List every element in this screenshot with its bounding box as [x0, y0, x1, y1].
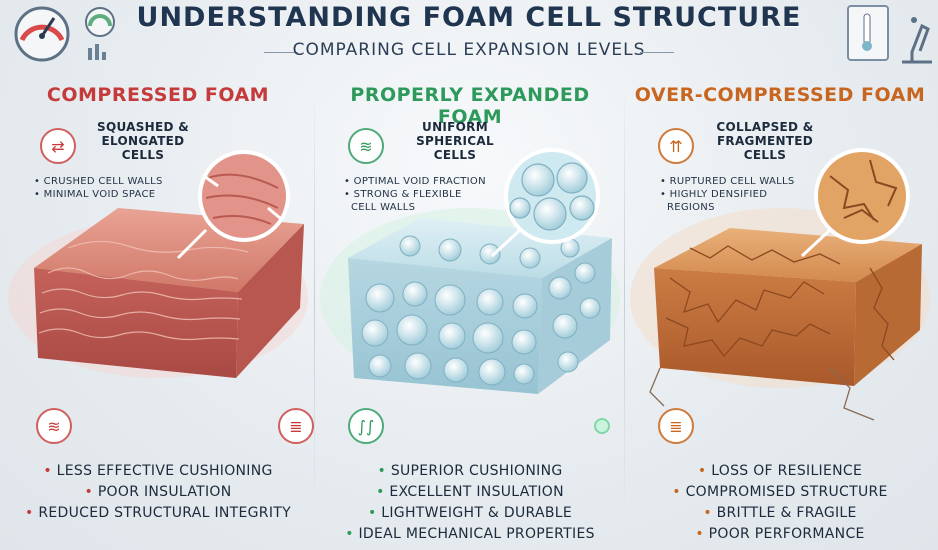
list-item: COMPROMISED STRUCTURE: [630, 482, 930, 503]
spring-icon: ≣: [278, 408, 314, 444]
cell-callout: UNIFORM SPHERICAL CELLS: [400, 120, 510, 162]
panel-heading: PROPERLY EXPANDED FOAM: [350, 84, 590, 128]
list-item: LESS EFFECTIVE CUSHIONING: [8, 461, 308, 482]
over-compressed-foam-illustration: [630, 148, 930, 421]
panel-heading: COMPRESSED FOAM: [46, 84, 270, 106]
callout-line: UNIFORM: [422, 120, 488, 134]
compressed-foam-panel: COMPRESSED FOAM SQUASHED & ELONGATED CEL…: [8, 68, 314, 543]
callout-line: SQUASHED &: [97, 120, 189, 134]
callout-line: ELONGATED: [101, 134, 185, 148]
subtitle-rule-left: [264, 52, 298, 53]
heat-waves-icon: ∫∫: [348, 408, 384, 444]
benefit-list: SUPERIOR CUSHIONING EXCELLENT INSULATION…: [320, 461, 620, 545]
airflow-icon: ≋: [348, 128, 384, 164]
cell-note: • HIGHLY DENSIFIED: [660, 189, 768, 200]
panel-divider: [314, 80, 315, 520]
cell-note: • RUPTURED CELL WALLS: [660, 176, 795, 187]
gauge-icon: [14, 6, 115, 62]
list-item: SUPERIOR CUSHIONING: [320, 461, 620, 482]
page-subtitle: COMPARING CELL EXPANSION LEVELS: [292, 40, 646, 60]
list-item: BRITTLE & FRAGILE: [630, 503, 930, 524]
compress-arrows-icon: ⇄: [40, 128, 76, 164]
page-title: UNDERSTANDING FOAM CELL STRUCTURE: [136, 2, 802, 33]
compressed-foam-illustration: [8, 150, 308, 378]
callout-line: SPHERICAL: [416, 134, 494, 148]
callout-line: CELLS: [433, 148, 477, 162]
expanded-foam-panel: PROPERLY EXPANDED FOAM UNIFORM SPHERICAL…: [320, 68, 620, 543]
thermometer-microscope-icon: [847, 5, 932, 64]
callout-line: FRAGMENTED: [716, 134, 814, 148]
benefit-list: LESS EFFECTIVE CUSHIONING POOR INSULATIO…: [8, 461, 308, 524]
list-item: IDEAL MECHANICAL PROPERTIES: [320, 524, 620, 545]
cell-note: • CRUSHED CELL WALLS: [34, 176, 163, 187]
list-item: LIGHTWEIGHT & DURABLE: [320, 503, 620, 524]
list-item: REDUCED STRUCTURAL INTEGRITY: [8, 503, 308, 524]
callout-line: CELLS: [121, 148, 165, 162]
callout-line: CELLS: [743, 148, 787, 162]
callout-line: COLLAPSED &: [716, 120, 814, 134]
panel-heading: OVER-COMPRESSED FOAM: [634, 84, 926, 106]
list-item: EXCELLENT INSULATION: [320, 482, 620, 503]
cell-note: • OPTIMAL VOID FRACTION: [344, 176, 486, 187]
up-arrows-icon: ⇈: [658, 128, 694, 164]
benefit-list: LOSS OF RESILIENCE COMPROMISED STRUCTURE…: [630, 461, 930, 545]
cell-note: REGIONS: [660, 202, 715, 213]
list-item: POOR INSULATION: [8, 482, 308, 503]
cell-note: CELL WALLS: [344, 202, 416, 213]
airflow-icon: ≋: [36, 408, 72, 444]
list-item: POOR PERFORMANCE: [630, 524, 930, 545]
broken-spring-icon: ≣: [658, 408, 694, 444]
over-compressed-foam-panel: OVER-COMPRESSED FOAM COLLAPSED & FRAGMEN…: [630, 68, 930, 543]
subtitle-rule-right: [640, 52, 674, 53]
list-item: LOSS OF RESILIENCE: [630, 461, 930, 482]
cell-note: • STRONG & FLEXIBLE: [344, 189, 462, 200]
expanded-foam-illustration: [320, 148, 620, 434]
panel-divider: [624, 80, 625, 520]
cell-note: • MINIMAL VOID SPACE: [34, 189, 156, 200]
cell-callout: SQUASHED & ELONGATED CELLS: [88, 120, 198, 162]
cell-callout: COLLAPSED & FRAGMENTED CELLS: [710, 120, 820, 162]
